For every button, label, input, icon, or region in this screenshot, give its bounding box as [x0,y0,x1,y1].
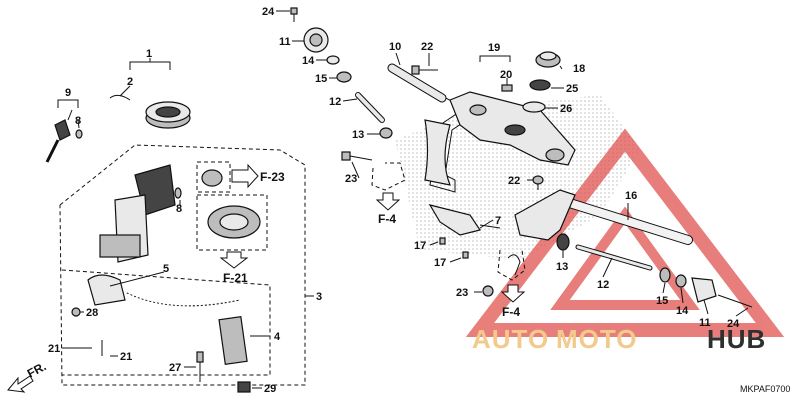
callout: 28 [86,307,98,319]
callout: 8 [176,203,182,215]
callout: 27 [169,362,181,374]
lock-ring-1 [145,101,191,129]
callout: 10 [389,41,401,53]
f4-clip-left [371,162,406,191]
nut-13-right [556,233,570,251]
callout: 4 [274,331,281,343]
callout: 15 [315,73,327,85]
callout: 8 [75,115,81,127]
callout: 12 [597,279,609,291]
callout: 2 [127,76,133,88]
ring-8-right [174,187,182,199]
screw-27 [196,351,204,382]
callout: 13 [352,129,364,141]
callout: 19 [488,42,500,54]
arrow-f4-right [500,284,526,303]
arrow-f4-left [375,192,401,211]
washer-15 [336,71,352,83]
watermark-text: AUTO MOTO HUB [472,324,766,354]
watermark-word-auto: AUTO [472,324,549,354]
bolt-22 [411,65,438,75]
bolt-17-a [439,237,446,245]
bolt-24-right [717,294,753,308]
callout: 5 [163,263,169,275]
washer-26 [522,101,546,113]
nut-13 [379,127,393,139]
callouts: 24 11 14 15 12 13 10 22 19 20 18 25 26 1… [48,6,740,395]
bolt-23-left [341,151,373,161]
washer-15-right [659,267,671,283]
bracket-1 [129,61,171,70]
collar-14 [326,55,340,65]
callout: 16 [625,190,637,202]
ring-8-left [75,129,83,139]
watermark-word-moto: MOTO [556,324,638,354]
bracket-9 [57,99,79,108]
callout: 1 [146,48,152,60]
handlebar-right-16 [514,189,693,245]
diagram-code: MKPAF0700 [740,384,790,394]
leader-lines [62,10,749,389]
harness-outline [61,269,271,376]
callout: 7 [495,215,501,227]
arrow-f23 [231,163,259,189]
callout: 21 [48,343,60,355]
callout: 3 [316,291,322,303]
callout: 23 [456,287,468,299]
callout: 17 [434,257,446,269]
collar-14-right [675,274,687,288]
harness-5 [87,274,248,365]
arrow-f21 [219,251,249,269]
washer-25 [529,79,551,91]
callout: 24 [727,318,740,330]
direction-arrow [7,375,34,393]
ref-box-f23 [196,161,231,193]
callout: 15 [656,295,668,307]
f4-clip-right [497,249,526,281]
bolt-23-right [482,285,494,297]
callout: 13 [556,261,568,273]
bolt-12-right [575,244,653,271]
callout: 11 [279,36,291,48]
callout: 11 [699,317,711,329]
bolt-24-top [290,7,298,22]
callout: 18 [573,63,585,75]
callout: 20 [500,69,512,81]
bracket-19 [479,55,511,62]
bracket-7 [428,204,481,236]
callout: 14 [302,55,315,67]
ignition-switch-6 [99,164,176,263]
ref-box-f21 [196,194,268,251]
callout: 26 [560,103,572,115]
callout: 21 [120,351,132,363]
clip-2 [109,94,131,101]
bolt-12 [355,92,385,123]
nut-18 [535,51,561,68]
callout: 22 [508,175,520,187]
callout: 17 [414,240,426,252]
bolt-17-b [462,251,469,259]
ref-label-f21: F-21 [223,271,248,285]
top-bridge-19 [449,91,576,166]
ref-label-f4-right: F-4 [502,305,520,319]
callout: 12 [329,96,341,108]
bar-end-weight-11 [303,27,329,53]
plate-20 [501,84,513,92]
watermark-word-hub: HUB [707,324,766,354]
ref-label-f4-left: F-4 [378,212,396,226]
callout: 23 [345,173,357,185]
callout: 29 [264,383,276,395]
key-9 [45,119,71,163]
handlebar-left-10 [387,63,471,193]
callout: 25 [566,83,578,95]
callout: 9 [65,87,71,99]
callout: 22 [421,41,433,53]
bar-end-weight-11-right [691,277,717,303]
cap-29 [237,381,251,393]
ref-label-f23: F-23 [260,170,285,184]
callout: 24 [262,6,275,18]
screw-28 [71,307,81,317]
callout: 14 [676,305,689,317]
